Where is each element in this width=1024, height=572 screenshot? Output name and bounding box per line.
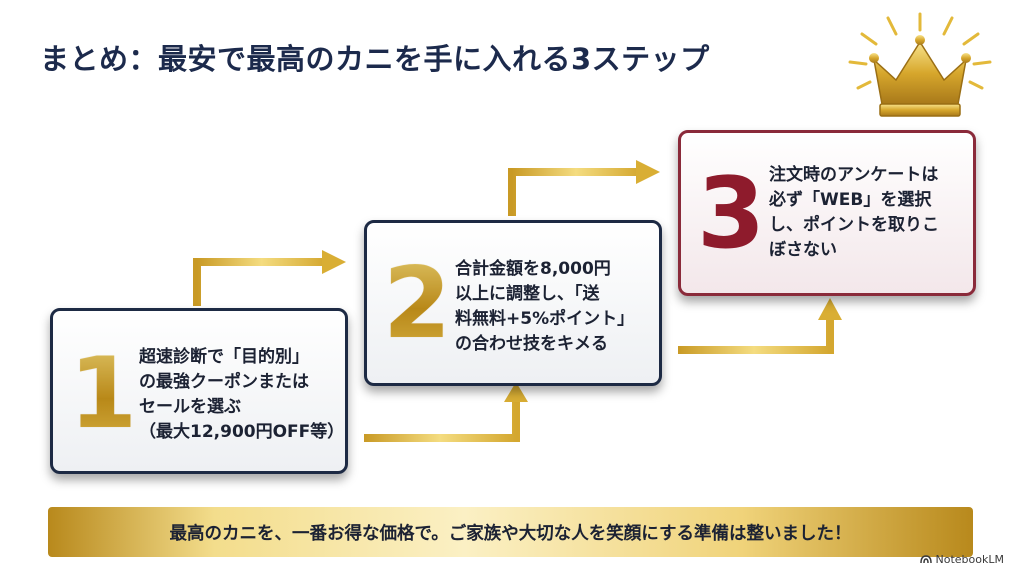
arrow-1-to-2-head (322, 250, 346, 274)
summary-banner-text: 最高のカニを、一番お得な価格で。ご家族や大切な人を笑顔にする準備は整いました！ (169, 523, 852, 544)
step-1-line: セールを選ぶ (139, 397, 241, 417)
step-2-card: 2 合計金額を8,000円 以上に調整し、「送 料無料+5%ポイント」 の合わせ… (364, 220, 662, 386)
step-1-line: （最大12,900円OFF等） (139, 422, 345, 442)
crown-icon (848, 12, 992, 117)
arrow-2-to-3 (508, 168, 640, 216)
step-2-text: 合計金額を8,000円 以上に調整し、「送 料無料+5%ポイント」 の合わせ技を… (455, 257, 659, 357)
step-1-line: の最強クーポンまたは (139, 372, 309, 392)
step-2-line: 料無料+5%ポイント」 (455, 309, 635, 329)
arrow-2-to-3-head (636, 160, 660, 184)
step-3-line: 必ず「WEB」を選択 (769, 190, 932, 210)
step-2-line: の合わせ技をキメる (455, 334, 608, 354)
arrow-1-to-3 (364, 400, 520, 442)
arrow-2-bottom-head (818, 298, 842, 320)
summary-banner: 最高のカニを、一番お得な価格で。ご家族や大切な人を笑顔にする準備は整いました！ (48, 507, 973, 557)
step-3-line: 注文時のアンケートは (769, 165, 939, 185)
step-3-number: 3 (697, 157, 766, 271)
step-2-number: 2 (383, 247, 452, 361)
watermark: NotebookLM (919, 553, 1004, 566)
notebooklm-logo-icon (919, 555, 932, 564)
step-3-text: 注文時のアンケートは 必ず「WEB」を選択 し、ポイントを取りこ ぼさない (769, 163, 975, 263)
step-3-line: し、ポイントを取りこ (769, 215, 939, 235)
step-3-line: ぼさない (769, 240, 837, 260)
step-1-text: 超速診断で「目的別」 の最強クーポンまたは セールを選ぶ （最大12,900円O… (139, 345, 345, 445)
step-1-number: 1 (69, 337, 138, 451)
watermark-text: NotebookLM (935, 553, 1004, 566)
step-3-card: 3 注文時のアンケートは 必ず「WEB」を選択 し、ポイントを取りこ ぼさない (678, 130, 976, 296)
arrow-1-bottom-head (504, 382, 528, 402)
arrow-1-to-2 (193, 258, 326, 306)
step-2-line: 合計金額を8,000円 (455, 259, 611, 279)
step-1-line: 超速診断で「目的別」 (139, 347, 309, 367)
arrow-2-bottom (678, 316, 834, 354)
page-title: まとめ：最安で最高のカニを手に入れる3ステップ (40, 42, 710, 76)
step-1-card: 1 超速診断で「目的別」 の最強クーポンまたは セールを選ぶ （最大12,900… (50, 308, 348, 474)
step-2-line: 以上に調整し、「送 (455, 284, 600, 304)
